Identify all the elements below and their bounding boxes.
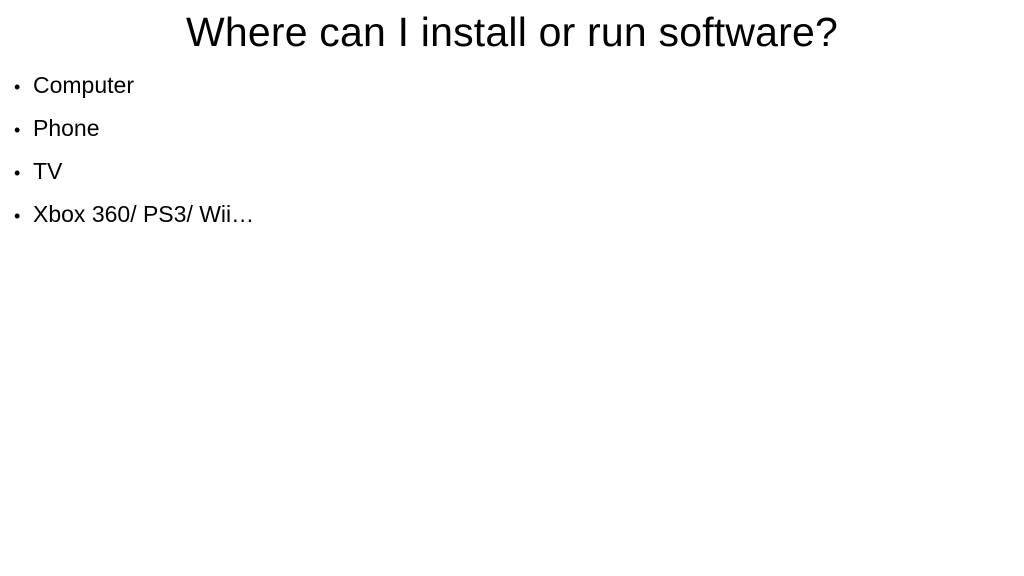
bullet-icon: • — [14, 163, 21, 183]
list-item: • Computer — [14, 68, 254, 111]
list-item: • Phone — [14, 111, 254, 154]
bullet-icon: • — [14, 77, 21, 97]
bullet-icon: • — [14, 120, 21, 140]
bullet-text-phone: Phone — [33, 115, 100, 141]
bullet-icon: • — [14, 206, 21, 226]
list-item: • Xbox 360/ PS3/ Wii… — [14, 197, 254, 240]
bullet-text-computer: Computer — [33, 72, 134, 98]
slide-title: Where can I install or run software? — [185, 9, 839, 55]
bullet-text-tv: TV — [33, 158, 63, 184]
bullet-list: • Computer • Phone • TV • Xbox 360/ PS3/… — [14, 68, 254, 240]
list-item: • TV — [14, 154, 254, 197]
bullet-text-consoles: Xbox 360/ PS3/ Wii… — [33, 201, 255, 227]
